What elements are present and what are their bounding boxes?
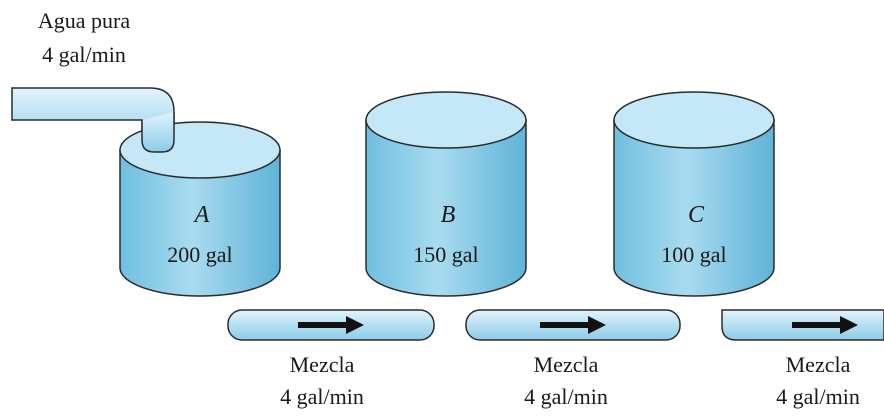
tank-a-name: A xyxy=(193,202,210,228)
tank-b-volume: 150 gal xyxy=(413,242,478,267)
inlet-pipe-drop xyxy=(141,112,175,153)
tank-b: B 150 gal xyxy=(365,91,527,297)
inlet-label-line2: 4 gal/min xyxy=(42,42,126,67)
flow-label-1-line1: Mezcla xyxy=(290,352,355,377)
tank-c: C 100 gal xyxy=(613,91,775,297)
flow-label-1-line2: 4 gal/min xyxy=(280,384,364,409)
flow-label-3-line1: Mezcla xyxy=(786,352,851,377)
flow-label-3-line2: 4 gal/min xyxy=(776,384,860,409)
flow-arrow-2 xyxy=(540,316,606,334)
tank-b-name: B xyxy=(441,202,456,228)
flow-label-2-line2: 4 gal/min xyxy=(524,384,608,409)
flow-arrow-1 xyxy=(298,316,364,334)
tank-c-name: C xyxy=(688,202,705,228)
tank-a-volume: 200 gal xyxy=(167,242,232,267)
flow-label-2-line1: Mezcla xyxy=(534,352,599,377)
inlet-label-line1: Agua pura xyxy=(38,8,130,33)
tank-c-volume: 100 gal xyxy=(661,242,726,267)
flow-arrow-3 xyxy=(792,316,858,334)
